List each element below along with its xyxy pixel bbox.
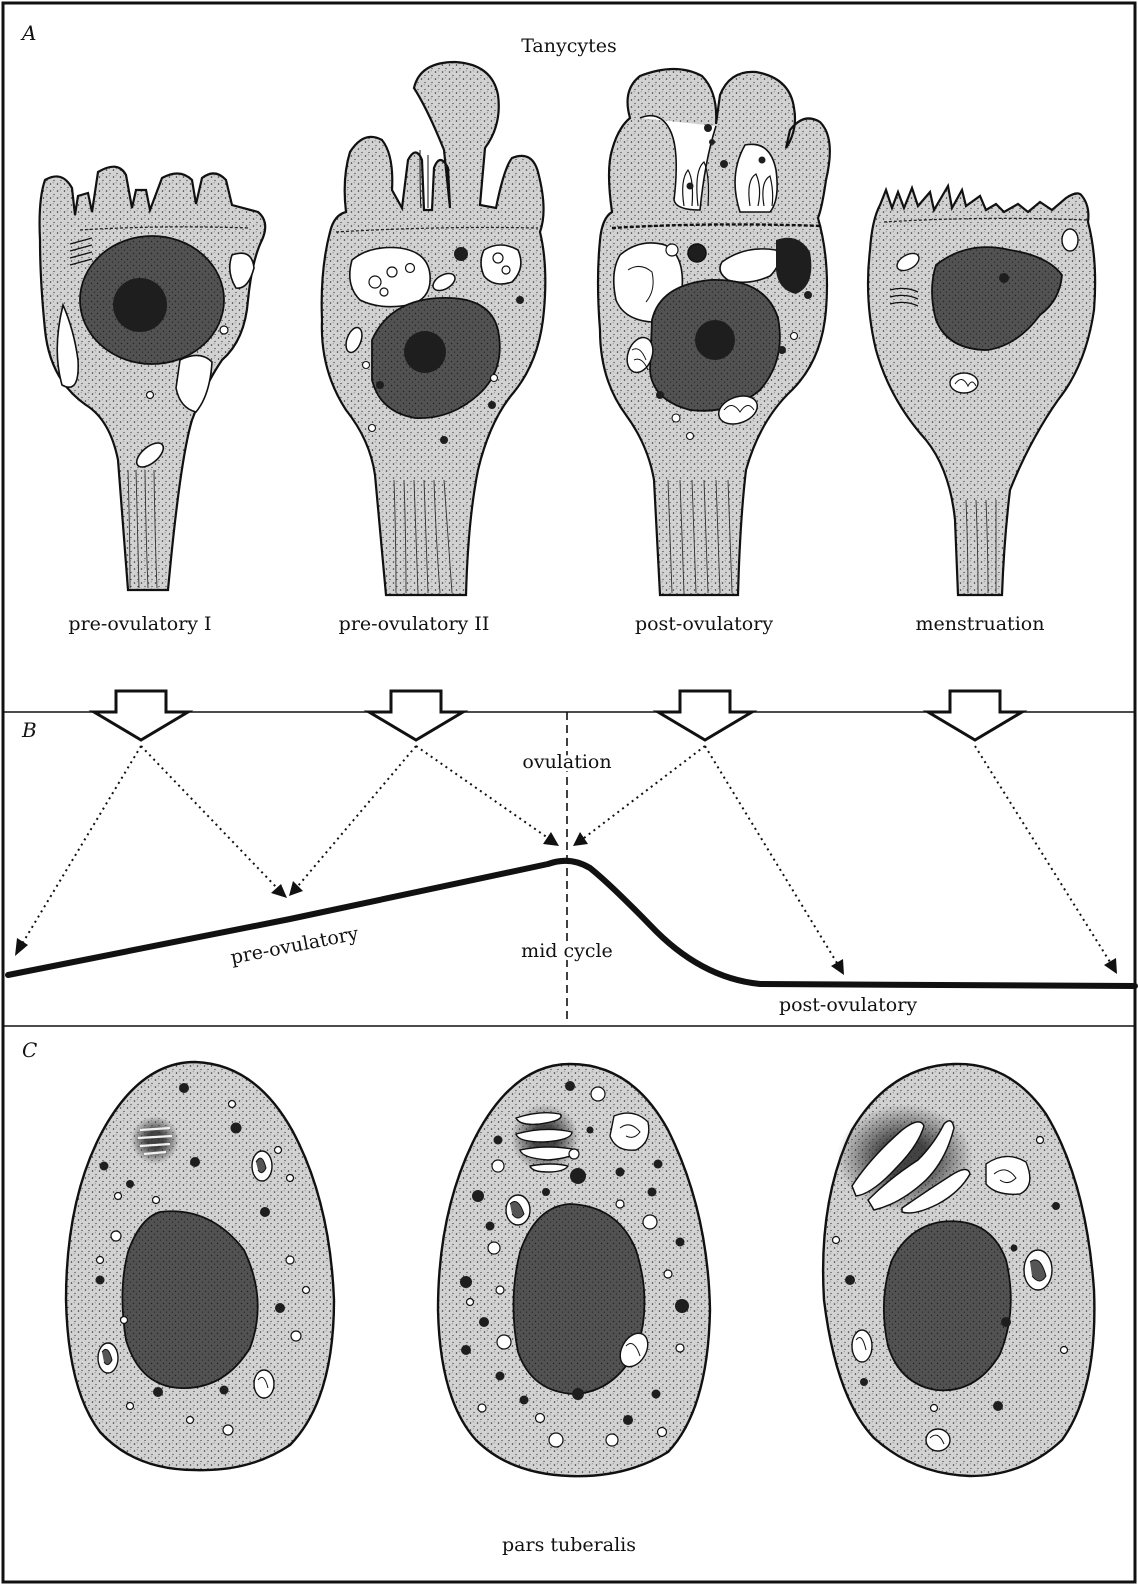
stage-label-menstruation: menstruation [916,613,1045,635]
pointer-arrowhead [271,884,287,898]
stage-label-post-ovulatory: post-ovulatory [635,613,773,635]
pointer-arrowhead [543,832,559,846]
panel-a-title: Tanycytes [521,35,617,57]
panel-a-letter: A [20,21,36,45]
panel-b: B ovulation mid cycle pre-ovulatory post… [8,712,1135,1022]
tanycyte-pre-ovulatory-2 [322,62,546,595]
mid-cycle-label: mid cycle [521,940,613,962]
pars-tuberalis-caption: pars tuberalis [502,1534,636,1556]
pars-tuberalis-cell-2 [438,1064,710,1476]
pointer-arrowhead [1104,958,1117,974]
pointer-line [298,746,416,886]
pointer-arrowhead [831,959,844,975]
pointer-line [141,746,278,889]
tanycyte-post-ovulatory [598,69,830,595]
stage-arrow-4 [928,691,1022,740]
pointer-arrowhead [289,881,303,896]
panel-c: C [22,1038,1094,1556]
pars-tuberalis-cell-3 [823,1064,1094,1476]
pointer-line [975,746,1110,962]
stage-label-pre-ovulatory-1: pre-ovulatory I [68,613,211,635]
panel-a: A Tanycytes [20,21,1095,740]
pointer-line [22,746,141,944]
pointer-line [705,746,837,963]
tanycyte-pre-ovulatory-1 [40,167,266,590]
panel-b-letter: B [21,718,37,742]
pars-tuberalis-cell-1 [66,1062,334,1470]
ovulation-label: ovulation [522,751,611,773]
cycle-curve [8,861,1135,986]
panel-c-letter: C [22,1038,37,1062]
stage-arrow-3 [658,691,752,740]
stage-label-pre-ovulatory-2: pre-ovulatory II [339,613,490,635]
stage-arrow-1 [94,691,188,740]
tanycyte-menstruation [868,186,1095,595]
stage-arrow-2 [369,691,463,740]
pointer-arrowhead [573,832,588,846]
pointer-arrowhead [15,938,28,956]
post-ovulatory-curve-label: post-ovulatory [779,994,917,1016]
